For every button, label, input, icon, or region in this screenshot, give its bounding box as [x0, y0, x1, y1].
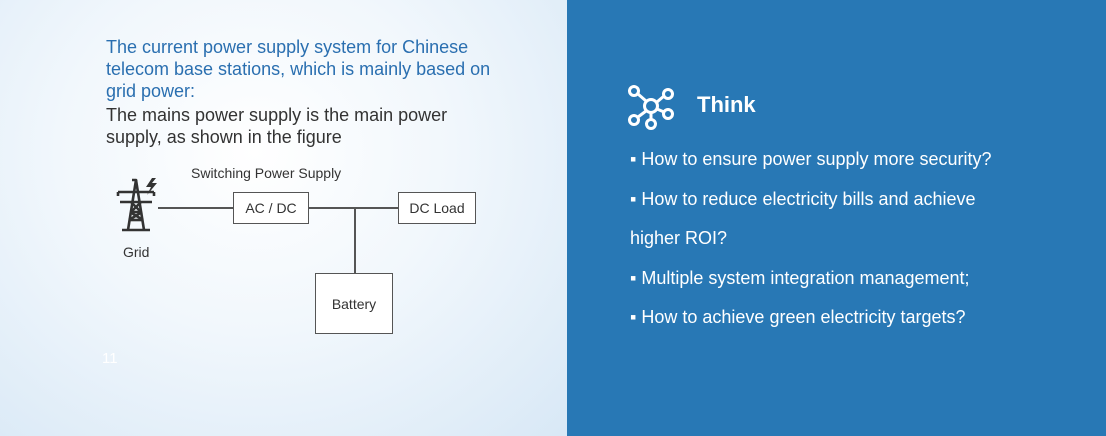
grid-connector-line: [158, 207, 233, 209]
dc-load-label: DC Load: [409, 200, 465, 216]
bullet-item: ▪ How to reduce electricity bills and ac…: [630, 188, 976, 209]
bullet-item: ▪ How to achieve green electricity targe…: [630, 307, 966, 327]
bullet-item: ▪ How to ensure power supply more securi…: [630, 149, 992, 169]
transmission-tower-icon: [116, 178, 157, 232]
bullet-item: higher ROI?: [630, 228, 728, 248]
battery-connector-line: [354, 207, 356, 273]
acdc-box: AC / DC: [233, 192, 309, 224]
dc-load-box: DC Load: [398, 192, 476, 224]
switching-power-supply-label: Switching Power Supply: [191, 165, 342, 181]
bullet-item: ▪ Multiple system integration management…: [630, 267, 970, 288]
right-panel: Think ▪ How to ensure power supply more …: [567, 0, 1106, 436]
battery-box: Battery: [315, 273, 393, 334]
think-title: Think: [697, 92, 756, 117]
battery-label: Battery: [331, 295, 377, 312]
grid-label: Grid: [123, 244, 150, 260]
load-connector-line: [309, 207, 398, 209]
network-hub-icon: [628, 85, 674, 130]
acdc-label: AC / DC: [245, 200, 297, 216]
intro-body: The mains power supply is the main power…: [106, 105, 448, 147]
page-number: 11: [102, 350, 118, 367]
think-bullet-list: ▪ How to ensure power supply more securi…: [630, 140, 1050, 338]
intro-title: The current power supply system for Chin…: [106, 37, 491, 101]
left-panel: The current power supply system for Chin…: [0, 0, 567, 436]
